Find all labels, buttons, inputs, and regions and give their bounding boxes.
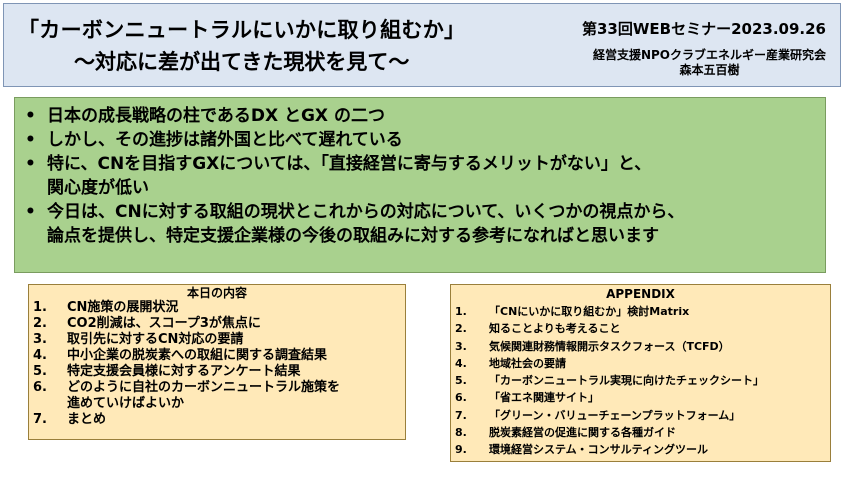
item-text: 地域社会の要請	[489, 356, 566, 370]
list-item: 6. 「省エネ関連サイト」	[455, 389, 830, 406]
appendix-title: APPENDIX	[606, 287, 675, 301]
item-text: どのように自社のカーボンニュートラル施策を	[67, 380, 341, 395]
summary-bullet: • 特に、CNを目指すGXについては、「直接経営に寄与するメリットがない」と、 …	[23, 152, 825, 200]
item-text: CN施策の展開状況	[67, 300, 179, 315]
item-text: 脱炭素経営の促進に関する各種ガイド	[489, 426, 676, 440]
item-number: 3.	[33, 332, 47, 347]
item-number: 3.	[455, 339, 467, 353]
item-text: CO2削減は、スコープ3が焦点に	[67, 316, 261, 331]
appendix-box: APPENDIX 1. 「CNにいかに取り組むか」検討Matrix 2. 知ることよ…	[450, 284, 831, 462]
item-number: 6.	[455, 391, 467, 405]
list-item: 2. CO2削減は、スコープ3が焦点に	[33, 316, 405, 332]
item-text: 取引先に対するCN対応の要請	[67, 332, 244, 347]
list-item: 5. 特定支援会員様に対するアンケート結果	[33, 364, 405, 380]
item-text: 中小企業の脱炭素への取組に関する調査結果	[67, 348, 328, 363]
list-item: 1. 「CNにいかに取り組むか」検討Matrix	[455, 303, 830, 320]
bullet-icon: •	[25, 202, 36, 222]
item-number: 7.	[33, 412, 47, 427]
summary-bullet: • 今日は、CNに対する取組の現状とこれからの対応について、いくつかの視点から、…	[23, 200, 825, 248]
list-item: 7. 「グリーン・バリューチェーンプラットフォーム」	[455, 407, 830, 424]
summary-text-line: 特に、CNを目指すGXについては、「直接経営に寄与するメリットがない」と、	[47, 154, 652, 174]
contents-box: 本日の内容 1. CN施策の展開状況 2. CO2削減は、スコープ3が焦点に 3. 取…	[28, 284, 406, 440]
item-number: 9.	[455, 443, 467, 457]
summary-text-line: 今日は、CNに対する取組の現状とこれからの対応について、いくつかの視点から、	[47, 202, 685, 222]
item-text: 特定支援会員様に対するアンケート結果	[67, 364, 301, 379]
organization-name: 経営支援NPOクラブエネルギー産業研究会	[592, 48, 826, 62]
list-item: 6. どのように自社のカーボンニュートラル施策を進めていけばよいか	[33, 380, 405, 412]
list-item: 9. 環境経営システム・コンサルティングツール	[455, 441, 830, 458]
item-text: 気候関連財務情報開示タスクフォース（TCFD）	[489, 339, 730, 353]
list-item: 8. 脱炭素経営の促進に関する各種ガイド	[455, 424, 830, 441]
item-text: 「グリーン・バリューチェーンプラットフォーム」	[489, 408, 741, 422]
item-text: 進めていけばよいか	[67, 396, 185, 411]
list-item: 2. 知ることよりも考えること	[455, 320, 830, 337]
item-text: 知ることよりも考えること	[489, 322, 621, 336]
contents-list: 1. CN施策の展開状況 2. CO2削減は、スコープ3が焦点に 3. 取引先に対する…	[29, 300, 405, 428]
appendix-list: 1. 「CNにいかに取り組むか」検討Matrix 2. 知ることよりも考えること 3…	[451, 303, 830, 459]
organization-info: 経営支援NPOクラブエネルギー産業研究会 森本五百樹	[593, 48, 826, 78]
item-number: 1.	[455, 305, 467, 318]
list-item: 7. まとめ	[33, 412, 405, 428]
item-number: 4.	[455, 356, 467, 370]
list-item: 5. 「カーボンニュートラル実現に向けたチェックシート」	[455, 372, 830, 389]
bullet-icon: •	[25, 130, 36, 150]
list-item: 3. 気候関連財務情報開示タスクフォース（TCFD）	[455, 338, 830, 355]
bullet-icon: •	[25, 106, 36, 126]
summary-text-line: 関心度が低い	[47, 178, 149, 198]
item-number: 1.	[33, 300, 47, 315]
summary-text-line: 日本の成長戦略の柱であるDX とGX の二つ	[47, 106, 385, 126]
item-text: 「省エネ関連サイト」	[489, 391, 599, 405]
list-item: 4. 中小企業の脱炭素への取組に関する調査結果	[33, 348, 405, 364]
item-number: 6.	[33, 380, 47, 395]
page-subtitle: 〜対応に差が出てきた現状を見て〜	[74, 50, 410, 74]
page-title: 「カーボンニュートラルにいかに取り組むか」	[18, 18, 466, 42]
summary-box: • 日本の成長戦略の柱であるDX とGX の二つ • しかし、その進捗は諸外国と…	[14, 97, 826, 273]
seminar-label: 第33回WEBセミナー2023.09.26	[582, 20, 826, 38]
summary-bullet: • しかし、その進捗は諸外国と比べて遅れている	[23, 128, 825, 152]
item-number: 2.	[455, 322, 467, 336]
summary-bullet: • 日本の成長戦略の柱であるDX とGX の二つ	[23, 104, 825, 128]
presenter-name: 森本五百樹	[679, 63, 740, 77]
list-item: 1. CN施策の展開状況	[33, 300, 405, 316]
summary-text-line: 論点を提供し、特定支援企業様の今後の取組みに対する参考になればと思います	[47, 226, 659, 246]
title-banner: 「カーボンニュートラルにいかに取り組むか」 〜対応に差が出てきた現状を見て〜 第…	[3, 3, 841, 87]
list-item: 4. 地域社会の要請	[455, 355, 830, 372]
item-number: 2.	[33, 316, 47, 331]
summary-list: • 日本の成長戦略の柱であるDX とGX の二つ • しかし、その進捗は諸外国と…	[15, 98, 825, 248]
item-number: 8.	[455, 426, 467, 440]
summary-text-line: しかし、その進捗は諸外国と比べて遅れている	[47, 130, 403, 150]
item-text: 「カーボンニュートラル実現に向けたチェックシート」	[489, 374, 764, 388]
item-number: 4.	[33, 348, 47, 363]
item-number: 7.	[455, 408, 467, 422]
item-number: 5.	[455, 374, 467, 388]
item-number: 5.	[33, 364, 47, 379]
bullet-icon: •	[25, 154, 36, 174]
contents-title: 本日の内容	[186, 286, 247, 300]
item-text: 「CNにいかに取り組むか」検討Matrix	[489, 305, 690, 318]
item-text: 環境経営システム・コンサルティングツール	[489, 443, 709, 457]
list-item: 3. 取引先に対するCN対応の要請	[33, 332, 405, 348]
item-text: まとめ	[67, 412, 107, 427]
